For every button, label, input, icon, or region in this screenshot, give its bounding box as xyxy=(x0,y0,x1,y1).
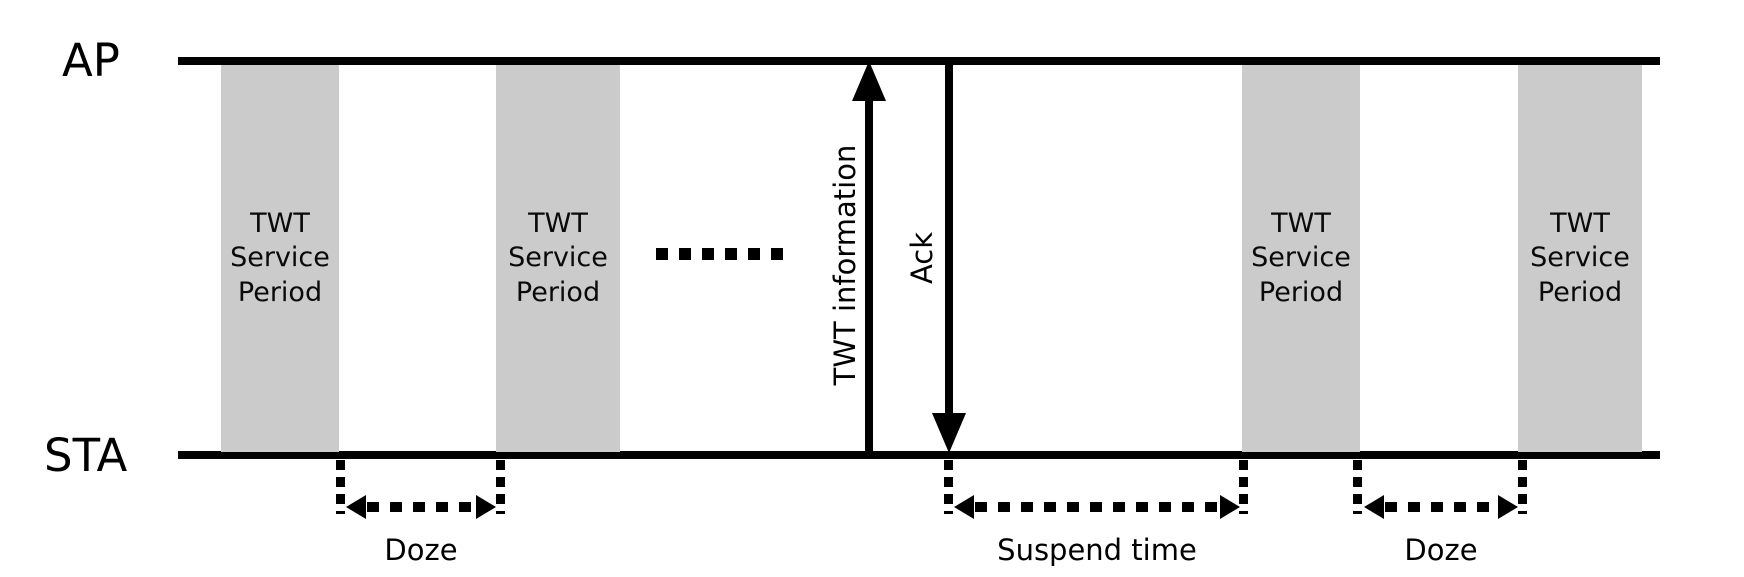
twt-information-label: TWT information xyxy=(828,144,862,386)
suspend-time-label: Suspend time xyxy=(997,533,1197,567)
suspend-time-span-arrow xyxy=(954,495,1240,519)
twt-information-arrow-line xyxy=(865,92,873,452)
dotted-tick-suspend-end xyxy=(1239,460,1248,514)
doze-left-label: Doze xyxy=(384,533,458,567)
sta-label: STA xyxy=(44,429,128,482)
dotted-tick-doze-left-end xyxy=(496,460,505,514)
service-period-label: TWT Service Period xyxy=(508,208,608,308)
arrow-right-icon xyxy=(1220,495,1240,519)
arrow-right-icon xyxy=(476,495,496,519)
doze-right-label: Doze xyxy=(1404,533,1478,567)
doze-left-span-arrow xyxy=(346,495,496,519)
dotted-line xyxy=(367,502,475,512)
arrow-left-icon xyxy=(346,495,366,519)
doze-right-span-arrow xyxy=(1364,495,1518,519)
arrow-up-icon xyxy=(852,61,886,101)
twt-service-period-block-1: TWT Service Period xyxy=(221,65,339,452)
arrow-left-icon xyxy=(1364,495,1384,519)
dotted-line xyxy=(975,502,1219,512)
dotted-tick-doze-right-end xyxy=(1518,460,1527,514)
ap-timeline xyxy=(178,57,1660,65)
service-period-label: TWT Service Period xyxy=(1251,208,1351,308)
twt-service-period-block-2: TWT Service Period xyxy=(496,65,620,452)
ack-arrow-line xyxy=(945,65,953,415)
dotted-tick-doze-right-start xyxy=(1353,460,1362,514)
service-period-label: TWT Service Period xyxy=(230,208,330,308)
ap-label: AP xyxy=(62,34,120,87)
twt-service-period-block-4: TWT Service Period xyxy=(1518,65,1642,452)
twt-service-period-block-3: TWT Service Period xyxy=(1242,65,1360,452)
sta-timeline xyxy=(178,451,1660,459)
dotted-tick-suspend-start xyxy=(944,460,953,514)
arrow-down-icon xyxy=(932,413,966,453)
ack-label: Ack xyxy=(905,231,939,285)
arrow-left-icon xyxy=(954,495,974,519)
dotted-tick-doze-left-start xyxy=(336,460,345,514)
service-period-label: TWT Service Period xyxy=(1530,208,1630,308)
arrow-right-icon xyxy=(1498,495,1518,519)
dotted-line xyxy=(1385,502,1497,512)
ellipsis-icon xyxy=(656,248,783,260)
